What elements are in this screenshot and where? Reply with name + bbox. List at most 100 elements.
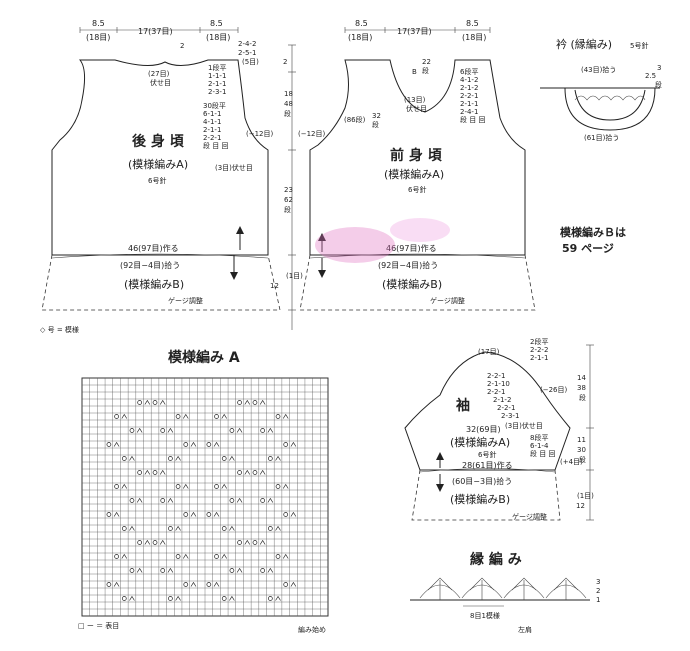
dim-48-unit: 段 bbox=[284, 109, 291, 118]
edging-repeat: 8目1模様 bbox=[470, 611, 500, 620]
sleeve-bottom-pattern: (模様編みB) bbox=[450, 492, 510, 506]
front-v-dim-unit: 段 bbox=[372, 120, 379, 129]
yarn-over-symbol bbox=[214, 554, 219, 559]
decrease-symbol bbox=[113, 511, 120, 517]
decrease-symbol bbox=[259, 539, 266, 545]
yarn-over-symbol bbox=[183, 442, 189, 447]
sleeve-minus26: (−26目) bbox=[540, 386, 568, 394]
decrease-symbol bbox=[282, 483, 289, 489]
back-shoulder-1: 2-4-2 bbox=[238, 40, 256, 48]
decrease-symbol bbox=[229, 455, 235, 461]
decrease-symbol bbox=[182, 413, 189, 419]
decrease-symbol bbox=[113, 441, 120, 447]
sleeve-cap-1: 2段平 bbox=[530, 337, 548, 346]
collar-h3: 段 bbox=[655, 80, 662, 89]
decrease-symbol bbox=[113, 581, 120, 587]
back-neck-bindoff: 伏せ目 bbox=[150, 78, 171, 87]
yarn-over-symbol bbox=[221, 596, 227, 601]
dim-62: 62 bbox=[284, 196, 293, 204]
yarn-over-symbol bbox=[152, 470, 158, 475]
sleeve-c5: 2-2-1 bbox=[497, 404, 515, 412]
symbol-legend: ◇ 号 = 模様 bbox=[40, 325, 79, 334]
edging-row-2: 2 bbox=[596, 587, 600, 595]
back-top-width-right-stitches: (18目) bbox=[206, 33, 230, 42]
front-top-width-right-stitches: (18目) bbox=[462, 33, 486, 42]
back-title: 後 身 頃 bbox=[132, 133, 185, 150]
back-arm-4: 2-1-1 bbox=[203, 126, 221, 134]
dim-1st: (1目) bbox=[286, 272, 303, 280]
decrease-symbol bbox=[167, 497, 174, 503]
yarn-over-symbol bbox=[267, 526, 273, 531]
sleeve-h38-unit: 段 bbox=[579, 393, 586, 402]
decrease-symbol bbox=[136, 567, 143, 573]
front-v-dim: 32 bbox=[372, 112, 381, 120]
decrease-symbol bbox=[213, 581, 220, 587]
decrease-symbol bbox=[236, 567, 243, 573]
watermark-decoration bbox=[315, 218, 450, 263]
front-top-width-left: 8.5 bbox=[355, 19, 368, 28]
sleeve-hdots: (1目) bbox=[577, 492, 594, 500]
back-pickup: (92目−4目)拾う bbox=[120, 260, 180, 270]
front-top-width-center: 17(37目) bbox=[397, 27, 432, 36]
decrease-symbol bbox=[290, 581, 297, 587]
back-dec-3: 2-1-1 bbox=[208, 80, 226, 88]
decrease-symbol bbox=[229, 595, 235, 601]
yarn-over-symbol bbox=[160, 498, 166, 503]
back-arm-6: 段 目 回 bbox=[203, 141, 228, 150]
collar-needle: 5号針 bbox=[630, 41, 648, 50]
front-bottom-pattern: (模様編みB) bbox=[382, 277, 442, 291]
yarn-over-symbol bbox=[275, 414, 281, 419]
front-neck-height-unit: 段 bbox=[422, 66, 429, 75]
decrease-symbol bbox=[129, 455, 135, 461]
yarn-over-symbol bbox=[121, 596, 127, 601]
decrease-symbol bbox=[167, 567, 174, 573]
yarn-over-symbol bbox=[183, 512, 189, 517]
sleeve-c4: 2-1-2 bbox=[493, 396, 511, 404]
decrease-symbol bbox=[129, 525, 135, 531]
dim-minus12: (−12目) bbox=[298, 130, 326, 138]
decrease-symbol bbox=[221, 553, 228, 559]
front-pattern: (模様編みA) bbox=[384, 167, 444, 181]
decrease-symbol bbox=[267, 427, 274, 433]
sleeve-h11: 11 bbox=[577, 436, 586, 444]
back-dec-2: 1-1-1 bbox=[208, 72, 226, 80]
back-bottom-pattern: (模様編みB) bbox=[124, 277, 184, 291]
back-neck-stitches: (27目) bbox=[148, 70, 170, 78]
sleeve-inc-1: 8段平 bbox=[530, 433, 548, 442]
yarn-over-symbol bbox=[214, 484, 219, 489]
sleeve-h14: 14 bbox=[577, 374, 586, 382]
decrease-symbol bbox=[282, 413, 289, 419]
sleeve-width: 32(69目) bbox=[466, 425, 501, 434]
yarn-over-symbol bbox=[114, 414, 119, 419]
edging-row-3: 3 bbox=[596, 578, 600, 586]
sleeve-bindoff: (3目)伏せ目 bbox=[505, 421, 543, 430]
yarn-over-symbol bbox=[237, 400, 242, 405]
decrease-symbol bbox=[244, 399, 251, 405]
pattern-a-start: 編み始め bbox=[298, 625, 326, 634]
decrease-symbol bbox=[190, 441, 197, 447]
edging-row-1: 1 bbox=[596, 596, 600, 604]
front-neck-b: B bbox=[412, 68, 417, 76]
decrease-symbol bbox=[182, 483, 189, 489]
sleeve-inc-2: 6-1-4 bbox=[530, 442, 549, 450]
decrease-symbol bbox=[244, 539, 251, 545]
front-dec-1: 6段平 bbox=[460, 67, 478, 76]
back-body-piece bbox=[41, 59, 281, 311]
decrease-symbol bbox=[236, 427, 243, 433]
yarn-over-symbol bbox=[183, 582, 189, 587]
sleeve-top: (17目) bbox=[478, 348, 500, 356]
yarn-over-symbol bbox=[168, 596, 173, 601]
yarn-over-symbol bbox=[114, 554, 119, 559]
yarn-over-symbol bbox=[129, 568, 135, 573]
yarn-over-symbol bbox=[214, 414, 219, 419]
yarn-over-symbol bbox=[283, 512, 289, 517]
yarn-over-symbol bbox=[221, 456, 227, 461]
yarn-over-symbol bbox=[121, 456, 127, 461]
sleeve-h30-unit: 段 bbox=[579, 455, 586, 464]
decrease-symbol bbox=[129, 595, 135, 601]
sleeve-c2: 2-1-10 bbox=[487, 380, 510, 388]
sleeve-piece bbox=[404, 351, 571, 521]
decrease-symbol bbox=[221, 483, 228, 489]
yarn-over-symbol bbox=[206, 582, 212, 587]
back-minus12: (−12目) bbox=[246, 130, 274, 138]
